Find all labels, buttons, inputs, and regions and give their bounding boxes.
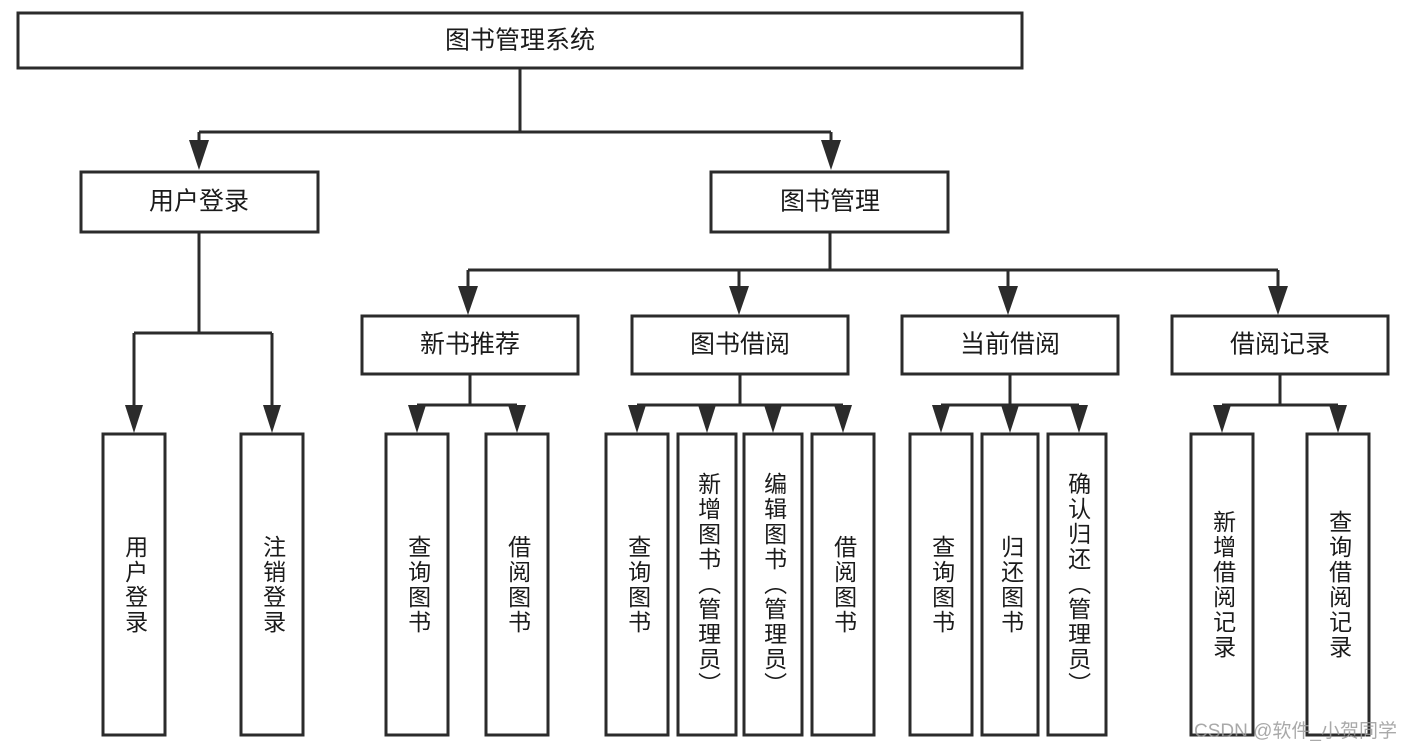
current-borrow-node-box[interactable]	[900, 314, 1120, 376]
arrow-head-leaf-user-login	[125, 405, 143, 433]
arrow-head-leaf-query-book-2	[628, 405, 646, 433]
arrow-head-leaf-confirm-return	[1070, 405, 1088, 433]
leaf-user-logout-box[interactable]	[239, 432, 305, 737]
book-borrow-node-label: 图书借阅	[690, 331, 790, 359]
book-manage-node-box[interactable]	[709, 170, 950, 234]
borrow-record-node-box[interactable]	[1170, 314, 1390, 376]
csdn-watermark: CSDN @软件_小贺同学	[1194, 721, 1397, 742]
node-user-login[interactable]: 用户登录	[79, 170, 320, 234]
arrow-head-current-borrow	[998, 286, 1018, 315]
arrow-head-book-borrow	[729, 286, 749, 315]
leaf-query-record-box[interactable]	[1305, 432, 1371, 737]
current-borrow-node-label: 当前借阅	[960, 331, 1060, 359]
leaf-user-login-box[interactable]	[101, 432, 167, 737]
arrow-head-leaf-add-book	[698, 405, 716, 433]
node-new-book-rec[interactable]: 新书推荐	[360, 314, 580, 376]
book-manage-node-label: 图书管理	[780, 188, 880, 216]
node-root[interactable]: 图书管理系统	[16, 11, 1024, 70]
arrow-head-leaf-query-book-1	[408, 405, 426, 433]
root-node-box[interactable]	[16, 11, 1024, 70]
leaf-query-book-1-box[interactable]	[384, 432, 450, 737]
arrow-head-leaf-query-record	[1329, 405, 1347, 433]
book-borrow-node-box[interactable]	[630, 314, 850, 376]
arrow-head-leaf-add-record	[1213, 405, 1231, 433]
node-borrow-record[interactable]: 借阅记录	[1170, 314, 1390, 376]
arrow-head-leaf-borrow-book-1	[508, 405, 526, 433]
user-login-node-label: 用户登录	[149, 188, 249, 216]
arrow-head-leaf-edit-book	[764, 405, 782, 433]
new-book-rec-node-label: 新书推荐	[420, 331, 520, 359]
new-book-rec-node-box[interactable]	[360, 314, 580, 376]
leaf-query-book-3-box[interactable]	[908, 432, 974, 737]
node-book-borrow[interactable]: 图书借阅	[630, 314, 850, 376]
leaf-confirm-return-box[interactable]	[1046, 432, 1108, 737]
node-current-borrow[interactable]: 当前借阅	[900, 314, 1120, 376]
leaf-add-book-box[interactable]	[676, 432, 738, 737]
leaf-add-record-box[interactable]	[1189, 432, 1255, 737]
arrow-head-leaf-borrow-book-2	[834, 405, 852, 433]
leaf-return-book-box[interactable]	[980, 432, 1040, 737]
node-book-manage[interactable]: 图书管理	[709, 170, 950, 234]
leaf-borrow-book-2-box[interactable]	[810, 432, 876, 737]
arrow-head-user-login	[189, 140, 209, 170]
arrow-head-borrow-record	[1268, 286, 1288, 315]
arrow-head-leaf-query-book-3	[932, 405, 950, 433]
arrow-head-leaf-user-logout	[263, 405, 281, 433]
arrow-head-book-manage	[821, 140, 841, 170]
borrow-record-node-label: 借阅记录	[1230, 331, 1330, 359]
leaf-query-book-2-box[interactable]	[604, 432, 670, 737]
root-node-label: 图书管理系统	[445, 27, 595, 55]
leaf-borrow-book-1-box[interactable]	[484, 432, 550, 737]
arrow-head-leaf-return-book	[1001, 405, 1019, 433]
leaf-edit-book-box[interactable]	[742, 432, 804, 737]
arrow-head-new-book-rec	[458, 286, 478, 315]
